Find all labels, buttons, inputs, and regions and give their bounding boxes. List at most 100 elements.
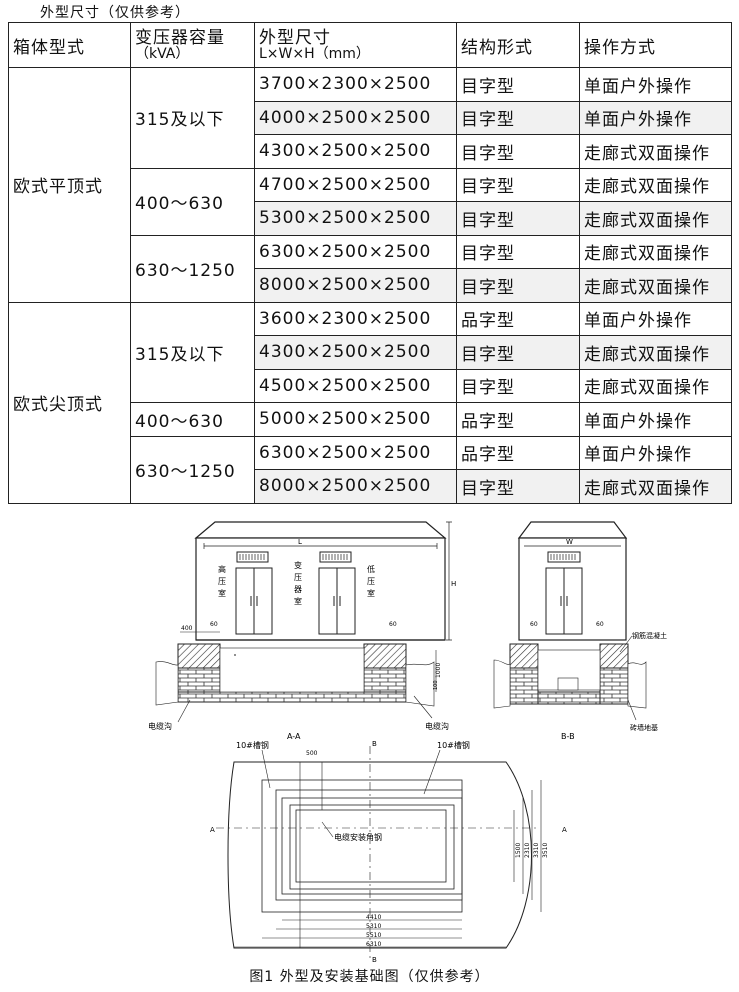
structure-cell: 目字型	[456, 469, 580, 504]
section-bb-label: B-B	[561, 732, 575, 741]
structure-cell: 品字型	[456, 301, 580, 336]
operation-cell: 走廊式双面操作	[579, 469, 732, 504]
dim-60-left: 60	[210, 621, 218, 628]
dim-right-value: 3510	[542, 843, 549, 858]
header-dimensions-label: 外型尺寸	[259, 27, 331, 48]
room-label-hv: 高压室	[218, 564, 226, 598]
foundation-plan-view: A A B B 10#槽钢 10#槽钢 500 电缆安装角钢 4410 5310 5…	[210, 740, 567, 964]
operation-cell: 走廊式双面操作	[579, 268, 732, 303]
operation-cell: 单面户外操作	[579, 100, 732, 135]
structure-cell: 目字型	[456, 335, 580, 370]
operation-cell: 走廊式双面操作	[579, 368, 732, 403]
header-capacity-unit: （kVA）	[135, 45, 190, 62]
dimension-cell: 4300×2500×2500	[254, 335, 457, 370]
mark-b-top: B	[372, 740, 377, 748]
mark-b-bottom: B	[372, 956, 377, 964]
room-label-lv: 低压室	[367, 564, 375, 598]
header-capacity: 变压器容量（kVA）	[130, 22, 255, 68]
operation-cell: 走廊式双面操作	[579, 335, 732, 370]
rebar-concrete-label: 钢筋混凝土	[632, 631, 667, 640]
dimension-cell: 6300×2500×2500	[254, 435, 457, 470]
dim-100-label: 100	[433, 680, 439, 690]
header-box-type: 箱体型式	[8, 22, 131, 68]
operation-cell: 走廊式双面操作	[579, 134, 732, 169]
dim-60-bb-right: 60	[596, 621, 604, 628]
structure-cell: 品字型	[456, 402, 580, 437]
installation-drawing: L 高压室 变压器室 低压室 H	[148, 521, 667, 964]
box-type-cell: 欧式尖顶式	[8, 301, 131, 504]
dim-h-label: H	[451, 580, 456, 588]
dimension-cell: 4500×2500×2500	[254, 368, 457, 403]
section-aa-label: A-A	[287, 732, 301, 741]
dimension-cell: 3700×2300×2500	[254, 67, 457, 102]
dim-l-label: L	[298, 538, 302, 546]
structure-cell: 目字型	[456, 100, 580, 135]
box-type-cell: 欧式平顶式	[8, 67, 131, 303]
dim-right-value: 2310	[524, 843, 531, 858]
structure-cell: 目字型	[456, 201, 580, 236]
operation-cell: 走廊式双面操作	[579, 167, 732, 202]
cable-trench-right: 电缆沟	[425, 721, 449, 731]
dim-right-value: 3310	[533, 843, 540, 858]
header-operation: 操作方式	[579, 22, 732, 68]
table-caption: 外型尺寸（仅供参考）	[40, 5, 190, 21]
operation-cell: 单面户外操作	[579, 67, 732, 102]
header-dimensions-unit: L×W×H（mm）	[259, 45, 370, 62]
dim-right-value: 1500	[515, 843, 522, 858]
dimension-cell: 8000×2500×2500	[254, 268, 457, 303]
capacity-cell: 315及以下	[130, 67, 255, 169]
dimension-cell: 4700×2500×2500	[254, 167, 457, 202]
structure-cell: 目字型	[456, 167, 580, 202]
operation-cell: 走廊式双面操作	[579, 201, 732, 236]
header-structure: 结构形式	[456, 22, 580, 68]
dimension-cell: 4000×2500×2500	[254, 100, 457, 135]
mark-a-left: A	[210, 826, 215, 834]
dim-500-label: 500	[306, 750, 318, 757]
cable-trench-left: 电缆沟	[148, 721, 172, 731]
channel-steel-right: 10#槽钢	[437, 740, 470, 750]
dimension-cell: 4300×2500×2500	[254, 134, 457, 169]
operation-cell: 单面户外操作	[579, 301, 732, 336]
dimension-cell: 6300×2500×2500	[254, 234, 457, 269]
dim-1000-label: 1000	[435, 663, 442, 678]
room-label-transformer: 变压器室	[294, 560, 302, 606]
dim-400-label: 400	[181, 625, 193, 632]
dim-bottom-value: 4410	[366, 914, 381, 921]
mark-a-right: A	[562, 826, 567, 834]
angle-steel-label: 电缆安装角钢	[334, 832, 382, 842]
dim-bottom-value: 5510	[366, 932, 381, 939]
section-bb-view: W 60 60 钢筋混凝土 砖墙地基 B-B	[493, 521, 667, 741]
dim-60-bb-left: 60	[530, 621, 538, 628]
figure-caption: 图1 外型及安装基础图（仅供参考）	[249, 969, 490, 985]
operation-cell: 单面户外操作	[579, 435, 732, 470]
dimension-cell: 8000×2500×2500	[254, 469, 457, 504]
dim-60-right: 60	[389, 621, 397, 628]
capacity-cell: 400～630	[130, 167, 255, 236]
operation-cell: 单面户外操作	[579, 402, 732, 437]
channel-steel-left: 10#槽钢	[236, 740, 269, 750]
brick-base-label: 砖墙地基	[630, 723, 658, 732]
structure-cell: 目字型	[456, 67, 580, 102]
structure-cell: 目字型	[456, 234, 580, 269]
header-capacity-label: 变压器容量	[135, 27, 225, 48]
structure-cell: 目字型	[456, 268, 580, 303]
operation-cell: 走廊式双面操作	[579, 234, 732, 269]
dimension-cell: 3600×2300×2500	[254, 301, 457, 336]
structure-cell: 品字型	[456, 435, 580, 470]
dimension-cell: 5000×2500×2500	[254, 402, 457, 437]
capacity-cell: 630～1250	[130, 234, 255, 303]
dim-bottom-value: 5310	[366, 923, 381, 930]
